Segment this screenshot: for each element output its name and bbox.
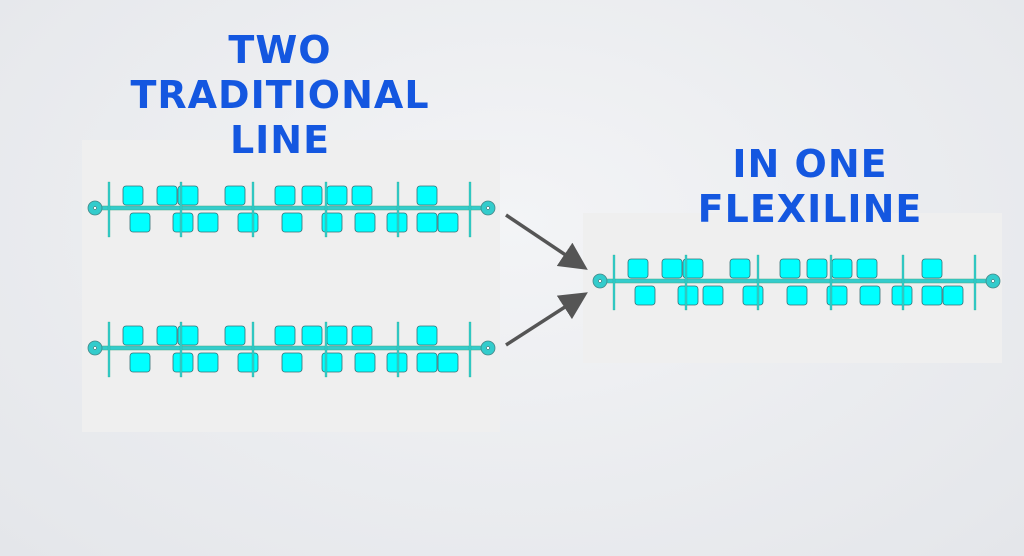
traditional-line-1	[87, 181, 496, 238]
line-end-pin	[486, 346, 490, 350]
left-title-line-1: TWO	[228, 28, 332, 72]
divider-post	[901, 254, 905, 311]
station-top	[661, 258, 683, 279]
station-bottom	[281, 352, 303, 373]
station-top	[301, 185, 323, 206]
station-bottom	[437, 352, 459, 373]
divider-post	[324, 181, 328, 238]
divider-post	[179, 321, 183, 378]
flexiline	[592, 254, 1001, 311]
station-bottom	[742, 285, 764, 306]
divider-post	[756, 254, 760, 311]
divider-post	[612, 254, 616, 311]
divider-post	[107, 181, 111, 238]
divider-post	[684, 254, 688, 311]
station-top	[224, 325, 246, 346]
station-bottom	[354, 212, 376, 233]
station-top	[326, 185, 348, 206]
station-bottom	[786, 285, 808, 306]
left-title: TWO TRADITIONAL LINE	[80, 28, 480, 163]
station-bottom	[416, 212, 438, 233]
station-bottom	[129, 212, 151, 233]
right-title-line-2: FLEXILINE	[697, 187, 923, 231]
station-top	[351, 185, 373, 206]
station-top	[351, 325, 373, 346]
station-top	[156, 325, 178, 346]
divider-post	[468, 181, 472, 238]
station-bottom	[859, 285, 881, 306]
station-top	[779, 258, 801, 279]
divider-post	[468, 321, 472, 378]
station-top	[416, 325, 438, 346]
arrow-bottom	[505, 292, 588, 347]
conveyor-rail	[94, 205, 489, 211]
divider-post	[179, 181, 183, 238]
line-end-pin	[93, 346, 97, 350]
station-top	[177, 325, 199, 346]
station-bottom	[634, 285, 656, 306]
station-bottom	[172, 212, 194, 233]
divider-post	[251, 181, 255, 238]
station-bottom	[172, 352, 194, 373]
station-top	[831, 258, 853, 279]
station-top	[177, 185, 199, 206]
station-bottom	[197, 352, 219, 373]
station-top	[122, 325, 144, 346]
station-top	[122, 185, 144, 206]
conveyor-rail	[94, 345, 489, 351]
line-end-pin	[486, 206, 490, 210]
station-bottom	[197, 212, 219, 233]
station-top	[274, 185, 296, 206]
right-title: IN ONE FLEXILINE	[610, 142, 1010, 232]
line-end-pin	[598, 279, 602, 283]
line-end-pin	[991, 279, 995, 283]
divider-post	[396, 181, 400, 238]
conveyor-rail	[599, 278, 994, 284]
station-top	[921, 258, 943, 279]
divider-post	[973, 254, 977, 311]
right-title-line-1: IN ONE	[732, 142, 888, 186]
station-top	[156, 185, 178, 206]
station-top	[627, 258, 649, 279]
station-top	[301, 325, 323, 346]
left-title-line-3: LINE	[229, 118, 331, 162]
station-top	[729, 258, 751, 279]
station-bottom	[437, 212, 459, 233]
station-bottom	[354, 352, 376, 373]
line-end-pin	[93, 206, 97, 210]
divider-post	[107, 321, 111, 378]
station-top	[806, 258, 828, 279]
divider-post	[829, 254, 833, 311]
traditional-line-2	[87, 321, 496, 378]
station-bottom	[702, 285, 724, 306]
station-bottom	[237, 212, 259, 233]
station-bottom	[237, 352, 259, 373]
station-bottom	[677, 285, 699, 306]
station-top	[856, 258, 878, 279]
divider-post	[396, 321, 400, 378]
divider-post	[324, 321, 328, 378]
station-top	[326, 325, 348, 346]
divider-post	[251, 321, 255, 378]
station-bottom	[942, 285, 964, 306]
station-top	[416, 185, 438, 206]
station-bottom	[129, 352, 151, 373]
left-title-line-2: TRADITIONAL	[130, 73, 430, 117]
station-bottom	[921, 285, 943, 306]
station-bottom	[416, 352, 438, 373]
station-bottom	[281, 212, 303, 233]
station-top	[682, 258, 704, 279]
station-top	[224, 185, 246, 206]
station-top	[274, 325, 296, 346]
arrow-top	[505, 213, 588, 270]
